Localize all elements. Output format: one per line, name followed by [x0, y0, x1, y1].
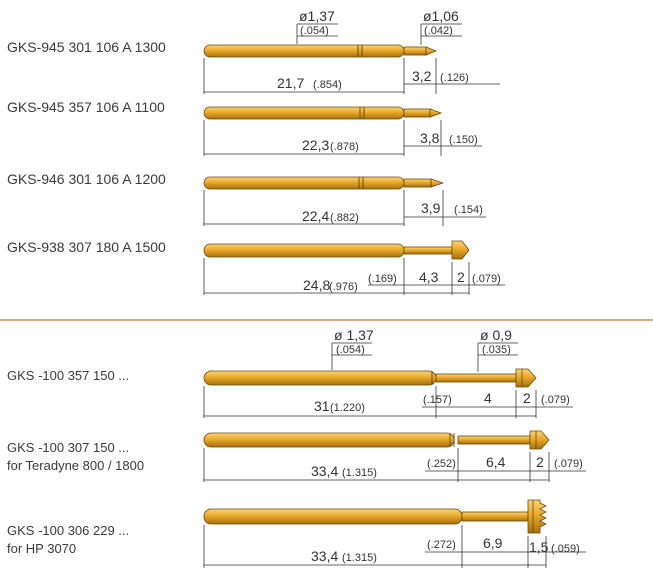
- neck-length-label: 6,9: [483, 535, 503, 551]
- neck-inch-label: (.272): [427, 539, 456, 551]
- probe-pin: [203, 106, 443, 120]
- length-inch-label: (.854): [313, 79, 342, 91]
- diameter-callout: [331, 342, 518, 372]
- dimension-lines: [203, 120, 482, 156]
- probe-pin: [203, 499, 547, 534]
- diameter-label: ø1,06: [423, 8, 459, 24]
- length-label: 33,4: [311, 463, 338, 479]
- dimension-lines: [203, 448, 586, 482]
- diameter-label: ø 0,9: [480, 327, 512, 343]
- diameter-inch-label: (.054): [336, 344, 365, 356]
- neck-length-label: 4: [484, 390, 492, 406]
- tip-length-label: 3,9: [421, 200, 441, 216]
- diameter-inch-label: (.042): [424, 25, 453, 37]
- probe-pin: [203, 368, 537, 388]
- tip-inch-label: (.150): [449, 134, 478, 146]
- length-inch-label: (.878): [330, 141, 359, 153]
- tip-length-label: 3,2: [412, 68, 432, 84]
- neck-inch-label: (.157): [423, 394, 452, 406]
- dimension-lines: [203, 190, 486, 226]
- diameter-inch-label: (.054): [300, 25, 329, 37]
- dimension-lines: [203, 386, 573, 418]
- length-label: 31: [314, 398, 330, 414]
- part-number-label: GKS -100 307 150 ...: [7, 440, 130, 455]
- dimension-lines: [203, 525, 586, 568]
- dimension-lines: [203, 258, 505, 295]
- head-length-label: 1,5: [529, 539, 549, 555]
- probe-pin: [203, 176, 445, 190]
- length-label: 33,4: [311, 548, 338, 564]
- length-label: 21,7: [277, 75, 304, 91]
- head-length-label: 2: [536, 454, 544, 470]
- neck-length-label: 4,3: [419, 269, 439, 285]
- part-number-label: GKS-946 301 106 A 1200: [7, 171, 166, 187]
- neck-length-label: 6,4: [486, 454, 506, 470]
- length-inch-label: (.976): [329, 281, 358, 293]
- head-inch-label: (.079): [472, 273, 501, 285]
- neck-inch-label: (.169): [368, 273, 397, 285]
- diameter-callout: [296, 23, 462, 45]
- tip-length-label: 3,8: [420, 130, 440, 146]
- dimension-lines: [203, 58, 500, 94]
- application-label: for Teradyne 800 / 1800: [7, 458, 145, 473]
- head-inch-label: (.079): [554, 458, 583, 470]
- length-inch-label: (.882): [330, 212, 359, 224]
- length-label: 22,3: [302, 137, 329, 153]
- part-number-label: GKS -100 306 229 ...: [7, 523, 130, 538]
- length-inch-label: (1.220): [330, 402, 365, 414]
- length-label: 22,4: [302, 208, 329, 224]
- tip-inch-label: (.154): [454, 204, 483, 216]
- head-length-label: 2: [523, 390, 531, 406]
- length-inch-label: (1.315): [342, 552, 377, 564]
- part-number-label: GKS -100 357 150 ...: [7, 368, 130, 383]
- diameter-label: ø 1,37: [334, 327, 374, 343]
- probe-pin: [203, 240, 470, 260]
- diameter-inch-label: (.035): [482, 344, 511, 356]
- head-length-label: 2: [457, 269, 465, 285]
- head-inch-label: (.059): [551, 543, 580, 555]
- head-inch-label: (.079): [541, 394, 570, 406]
- length-inch-label: (1.315): [342, 467, 377, 479]
- application-label: for HP 3070: [7, 541, 77, 556]
- part-number-label: GKS-945 301 106 A 1300: [7, 39, 166, 55]
- part-number-label: GKS-938 307 180 A 1500: [7, 239, 166, 255]
- probe-pin: [203, 430, 550, 450]
- length-label: 24,8: [303, 277, 330, 293]
- neck-inch-label: (.252): [427, 458, 456, 470]
- part-number-label: GKS-945 357 106 A 1100: [7, 99, 165, 115]
- diameter-label: ø1,37: [299, 8, 335, 24]
- tip-inch-label: (.126): [440, 72, 469, 84]
- probe-pin: [203, 44, 438, 58]
